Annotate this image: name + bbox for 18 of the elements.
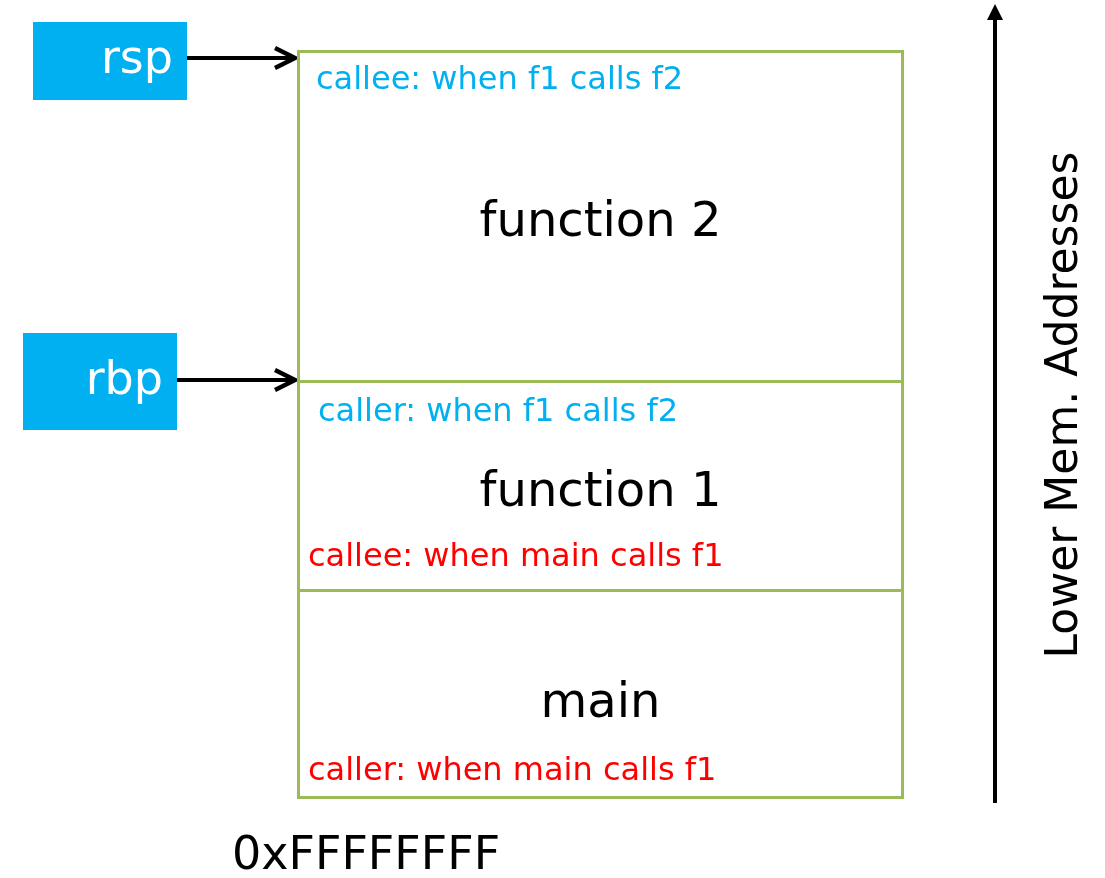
stack-frame (297, 380, 904, 592)
register-name: rbp (85, 353, 163, 404)
frame-note: caller: when main calls f1 (308, 752, 717, 788)
frame-title: main (540, 674, 661, 727)
register-name: rsp (100, 32, 173, 83)
register-box (23, 333, 177, 430)
frame-title: function 2 (479, 193, 722, 246)
register-box (33, 22, 187, 100)
arrow (187, 45, 298, 71)
address-label: 0xFFFFFFFF (232, 828, 501, 878)
axis-label: Lower Mem. Addresses (1037, 151, 1087, 659)
frame-note: caller: when f1 calls f2 (318, 393, 679, 429)
arrow (177, 367, 298, 393)
stack-frame (297, 50, 904, 383)
frame-note: callee: when main calls f1 (308, 538, 724, 574)
frame-title: function 1 (479, 463, 722, 516)
stack-frame (297, 589, 904, 799)
frame-note: callee: when f1 calls f2 (316, 61, 684, 97)
